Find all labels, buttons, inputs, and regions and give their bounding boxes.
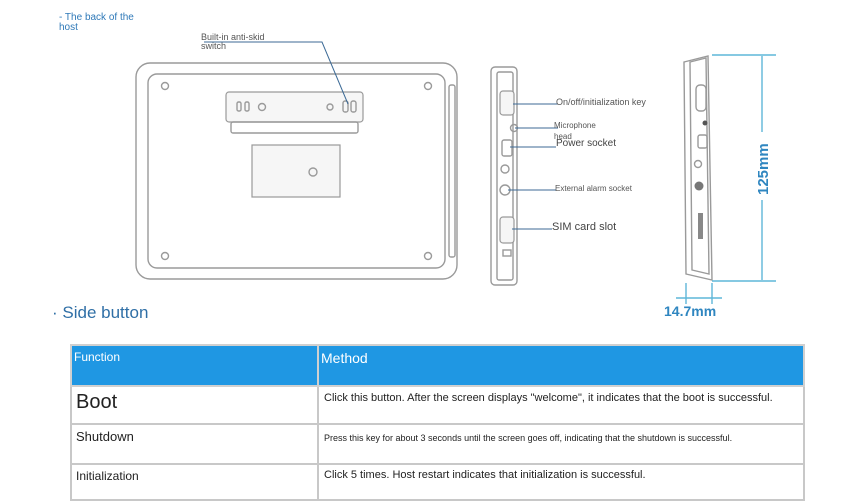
sim-slot-callout: SIM card slot xyxy=(552,221,617,233)
function-cell: Initialization xyxy=(70,463,319,501)
function-cell: Boot xyxy=(70,385,319,425)
table-header-row: Function Method xyxy=(70,344,805,387)
header-function: Function xyxy=(70,344,319,387)
back-of-host-caption: - The back of the host xyxy=(59,12,134,33)
height-dimension-text: 125mm xyxy=(755,143,772,195)
side-view-drawing xyxy=(490,66,519,286)
anti-skid-leader xyxy=(204,41,349,105)
method-cell: Click 5 times. Host restart indicates th… xyxy=(317,463,805,501)
anti-skid-callout: Built-in anti-skid switch xyxy=(201,32,265,51)
dimension-view-drawing xyxy=(683,55,713,281)
side-button-table: Function Method Boot Click this button. … xyxy=(70,344,805,501)
table-row: Boot Click this button. After the screen… xyxy=(70,385,805,425)
method-cell: Press this key for about 3 seconds until… xyxy=(317,423,805,465)
device-diagram: 125mm 14.7mm xyxy=(135,41,776,319)
on-off-key-callout: On/off/initialization key xyxy=(556,97,646,107)
microphone-callout: Microphone head xyxy=(554,121,596,141)
method-cell: Click this button. After the screen disp… xyxy=(317,385,805,425)
depth-dimension-text: 14.7mm xyxy=(664,303,716,319)
depth-dimension: 14.7mm xyxy=(664,283,722,319)
power-socket-callout: Power socket xyxy=(556,138,617,149)
back-view-drawing xyxy=(135,62,458,280)
alarm-socket-callout: External alarm socket xyxy=(555,184,632,193)
height-dimension: 125mm xyxy=(712,54,776,282)
section-title: · Side button xyxy=(52,303,149,322)
table-row: Shutdown Press this key for about 3 seco… xyxy=(70,423,805,465)
table-row: Initialization Click 5 times. Host resta… xyxy=(70,463,805,501)
function-cell: Shutdown xyxy=(70,423,319,465)
header-method: Method xyxy=(317,344,805,387)
